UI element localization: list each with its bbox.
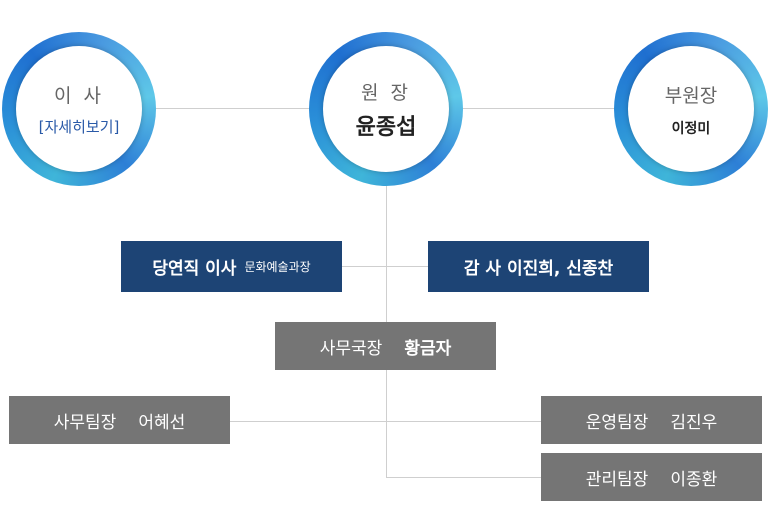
executive-director-box: 당연직 이사 문화예술과장	[121, 241, 342, 292]
director-name: 윤종섭	[355, 114, 417, 140]
management-team-lead-role: 관리팀장	[585, 469, 649, 490]
board-title: 이 사	[54, 85, 104, 107]
management-team-lead-box: 관리팀장 이종환	[541, 453, 762, 501]
connector-management-team	[386, 477, 542, 478]
operations-team-lead-role: 운영팀장	[585, 412, 649, 433]
executive-director-dept: 문화예술과장	[244, 260, 311, 274]
vice-director-circle: 부원장 이정미	[614, 32, 768, 186]
executive-director-role: 당연직 이사	[152, 259, 237, 279]
auditor-label: 감 사 이진희, 신종찬	[463, 259, 614, 279]
vice-director-title: 부원장	[664, 84, 718, 107]
operations-team-lead-name: 김진우	[670, 412, 718, 433]
board-details-link[interactable]: [자세히보기]	[38, 118, 120, 136]
board-circle[interactable]: 이 사 [자세히보기]	[2, 32, 156, 186]
vice-director-name: 이정미	[671, 120, 711, 137]
secretary-general-role: 사무국장	[319, 338, 383, 359]
office-team-lead-name: 어혜선	[138, 412, 186, 433]
director-circle: 원 장 윤종섭	[309, 32, 463, 186]
office-team-lead-role: 사무팀장	[53, 412, 117, 433]
secretary-general-name: 황금자	[404, 338, 452, 359]
office-team-lead-box: 사무팀장 어혜선	[9, 396, 230, 444]
connector-operations-team	[386, 421, 542, 422]
auditor-box: 감 사 이진희, 신종찬	[428, 241, 649, 292]
secretary-general-box: 사무국장 황금자	[275, 322, 496, 370]
management-team-lead-name: 이종환	[670, 469, 718, 490]
connector-office-team	[230, 421, 386, 422]
director-title: 원 장	[361, 81, 411, 104]
operations-team-lead-box: 운영팀장 김진우	[541, 396, 762, 444]
connector-auditor-horizontal	[342, 266, 430, 267]
